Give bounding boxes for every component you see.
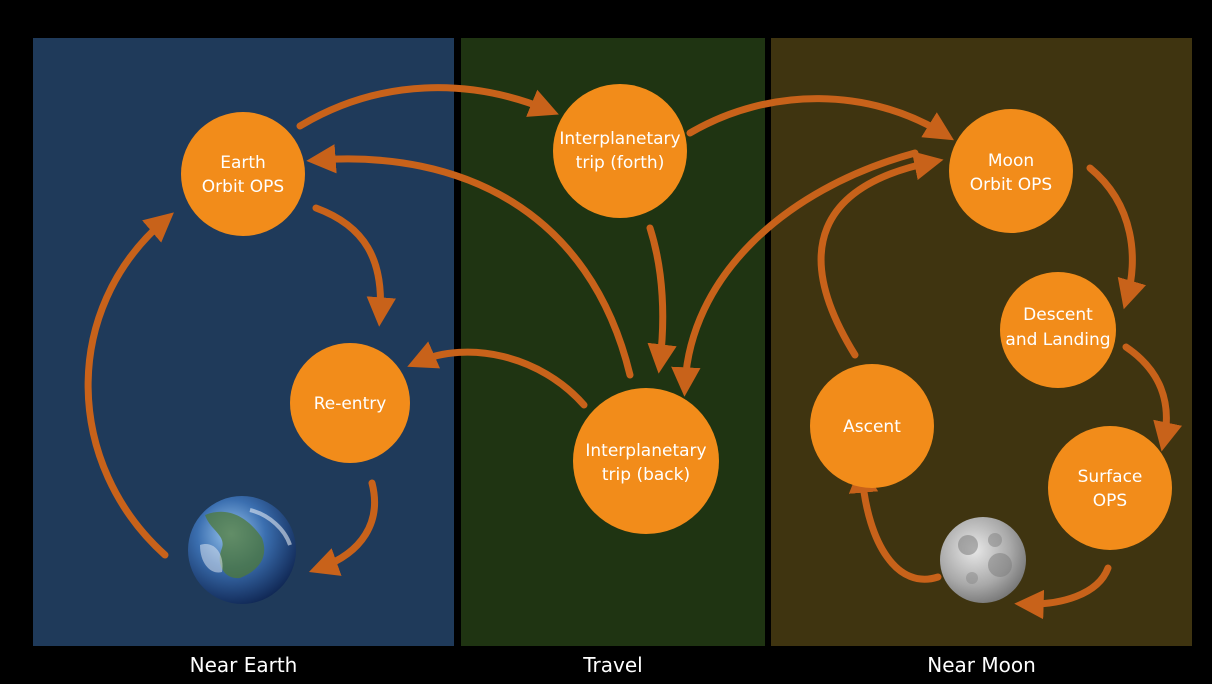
arrow-moon-orbit-to-descent [1086,164,1147,310]
arrow-surface-to-moon [1014,564,1112,620]
zone-label-near-earth: Near Earth [189,653,298,677]
node-trip-forth: Interplanetary trip (forth) [553,84,687,218]
node-ascent: Ascent [810,364,934,488]
zone-label-travel: Travel [583,653,643,677]
node-descent-landing: Descent and Landing [1000,272,1116,388]
arrow-trip-back-to-reentry [407,341,588,409]
node-trip-back-line2: trip (back) [602,465,690,485]
arrow-moon-orbit-to-trip-back [671,149,919,397]
node-moon-orbit-line1: Moon [988,151,1034,171]
arrow-reentry-to-earth [308,479,379,576]
arrow-moon-to-ascent [848,463,942,583]
node-trip-forth-line1: Interplanetary [559,129,680,149]
moon-image [940,517,1026,603]
arrow-descent-to-surface [1122,343,1183,452]
node-trip-back: Interplanetary trip (back) [573,388,719,534]
node-ascent-label: Ascent [843,417,901,437]
node-surface-ops: Surface OPS [1048,426,1172,550]
zone-label-near-moon: Near Moon [927,653,1036,677]
arrow-earth-to-earth-orbit [84,212,174,559]
node-surface-line2: OPS [1093,491,1127,511]
node-moon-orbit-line2: Orbit OPS [970,175,1052,195]
node-earth-orbit-line2: Orbit OPS [202,177,284,197]
arrow-ascent-to-moon-orbit [817,151,944,359]
node-reentry: Re-entry [290,343,410,463]
node-descent-line1: Descent [1023,305,1093,325]
earth-image [188,496,296,604]
arrow-trip-back-to-earth-orbit [306,144,634,379]
arrow-earth-orbit-to-trip-forth [296,84,559,130]
arrow-trip-forth-to-trip-back [646,224,677,374]
node-surface-line1: Surface [1078,467,1143,487]
node-earth-orbit-line1: Earth [220,153,266,173]
arrow-earth-orbit-to-reentry [312,204,396,327]
node-moon-orbit-ops: Moon Orbit OPS [949,109,1073,233]
arrows [84,84,1183,620]
node-trip-forth-line2: trip (forth) [576,153,665,173]
node-descent-line2: and Landing [1005,330,1110,350]
node-trip-back-line1: Interplanetary [585,441,706,461]
node-reentry-label: Re-entry [314,394,387,414]
arrow-trip-forth-to-moon-orbit [686,95,954,141]
node-earth-orbit-ops: Earth Orbit OPS [181,112,305,236]
